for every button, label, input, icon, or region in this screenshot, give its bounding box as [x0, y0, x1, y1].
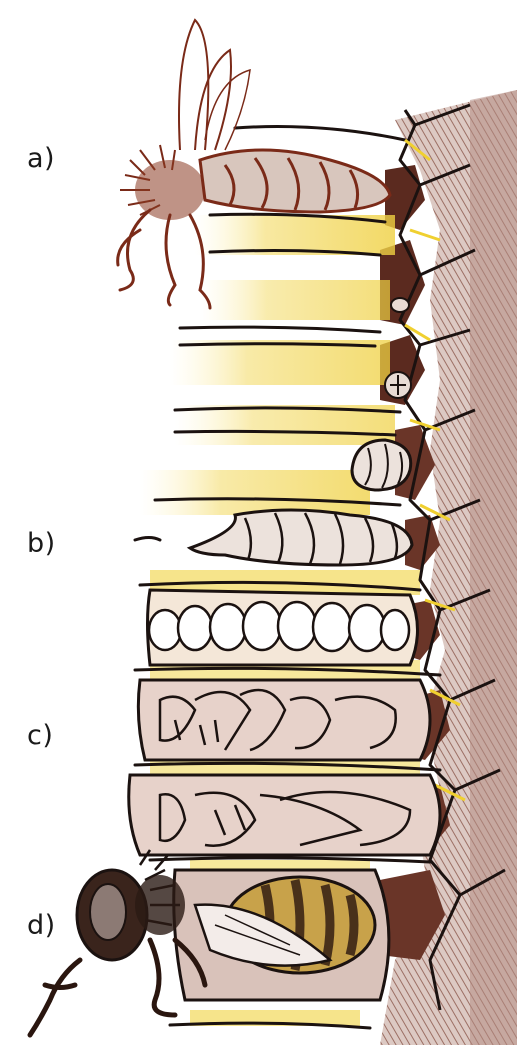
stage-label-b: b)	[27, 528, 56, 559]
stage-label-a: a)	[27, 143, 55, 174]
stage-label-d: d)	[27, 910, 56, 941]
stage-label-c: c)	[27, 720, 53, 751]
emerging-bee-icon	[30, 850, 389, 1035]
